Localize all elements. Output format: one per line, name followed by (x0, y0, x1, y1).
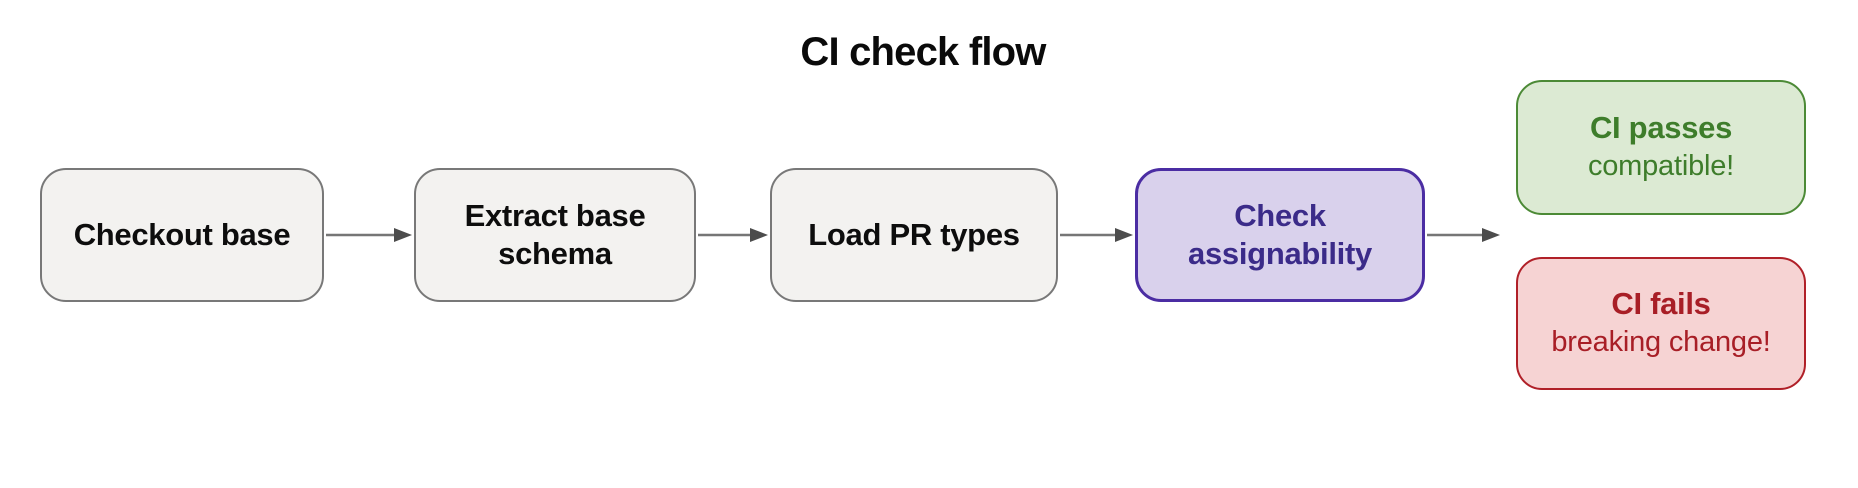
node-label: Load PR types (808, 217, 1020, 253)
node-extract-base-schema: Extract base schema (414, 168, 696, 302)
node-sublabel: compatible! (1587, 149, 1735, 182)
node-ci-fails: CI fails breaking change! (1516, 257, 1806, 390)
node-ci-passes: CI passes compatible! (1516, 80, 1806, 215)
node-label: CI fails (1611, 286, 1711, 322)
arrow-right-icon (698, 228, 768, 242)
arrow-right-icon (326, 228, 412, 242)
node-sublabel: breaking change! (1551, 325, 1771, 358)
node-label: Check assignability (1188, 198, 1372, 271)
node-label: Extract base schema (464, 198, 646, 271)
diagram-title: CI check flow (800, 30, 1046, 74)
node-check-assignability: Check assignability (1135, 168, 1425, 302)
arrow-right-icon (1060, 228, 1133, 242)
node-label: Checkout base (73, 217, 291, 253)
node-load-pr-types: Load PR types (770, 168, 1058, 302)
node-checkout-base: Checkout base (40, 168, 324, 302)
arrow-right-icon (1427, 228, 1500, 242)
node-label: CI passes (1589, 110, 1733, 146)
